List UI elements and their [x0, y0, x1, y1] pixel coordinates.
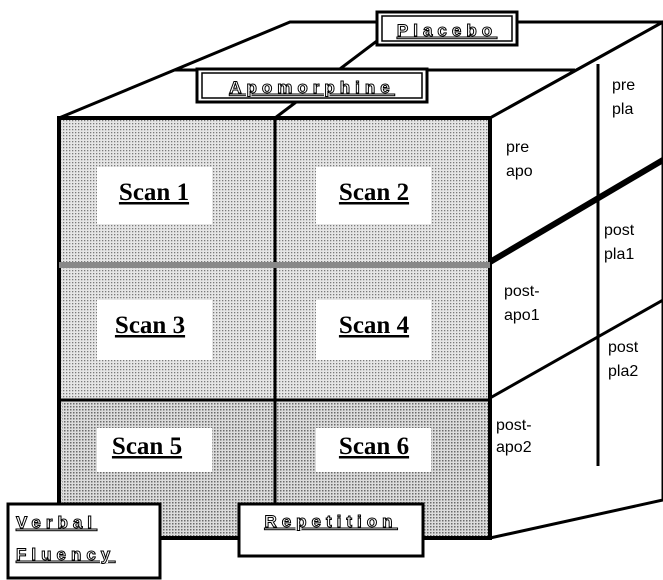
scan-cell-1: Scan 1 [97, 167, 212, 224]
scan-cell-3: Scan 3 [97, 300, 212, 360]
side-label-pre-apo-line2: apo [506, 163, 533, 180]
verbal-label: Verbal [16, 513, 97, 532]
side-label-post-pla2-line2: pla2 [608, 363, 638, 380]
side-label-post-apo2-line2: apo2 [496, 439, 532, 456]
side-label-post-apo1-line2: apo1 [504, 307, 540, 324]
side-label-post-pla1-line1: post [604, 222, 635, 239]
scan-cell-2: Scan 2 [316, 167, 431, 224]
apomorphine-label-box: Apomorphine [195, 67, 429, 104]
side-label-pre-apo-line1: pre [506, 139, 529, 156]
scan-cell-5: Scan 5 [97, 428, 212, 472]
scan-label: Scan 3 [115, 312, 185, 339]
scan-label: Scan 1 [119, 179, 189, 206]
side-label-post-apo2-line1: post- [496, 417, 532, 434]
side-label-post-pla2-line1: post [608, 339, 639, 356]
scan-cell-6: Scan 6 [316, 428, 431, 472]
scan-label: Scan 4 [339, 312, 410, 339]
scan-label: Scan 5 [112, 433, 182, 460]
placebo-label-box: Placebo [375, 10, 519, 47]
repetition-label-box: Repetition [237, 502, 425, 558]
side-label-pre-pla-line2: pla [612, 101, 633, 118]
scan-label: Scan 2 [339, 179, 409, 206]
fluency-label: Fluency [16, 545, 115, 564]
repetition-label: Repetition [264, 512, 397, 531]
verbal-fluency-label-box: Verbal Fluency [6, 502, 162, 580]
side-label-pre-pla-line1: pre [612, 77, 635, 94]
apomorphine-label: Apomorphine [229, 78, 395, 97]
side-label-post-apo1-line1: post- [504, 283, 540, 300]
scan-cell-4: Scan 4 [316, 300, 431, 360]
side-label-post-pla1-line2: pla1 [604, 246, 634, 263]
scan-label: Scan 6 [339, 433, 409, 460]
placebo-label: Placebo [397, 21, 497, 40]
